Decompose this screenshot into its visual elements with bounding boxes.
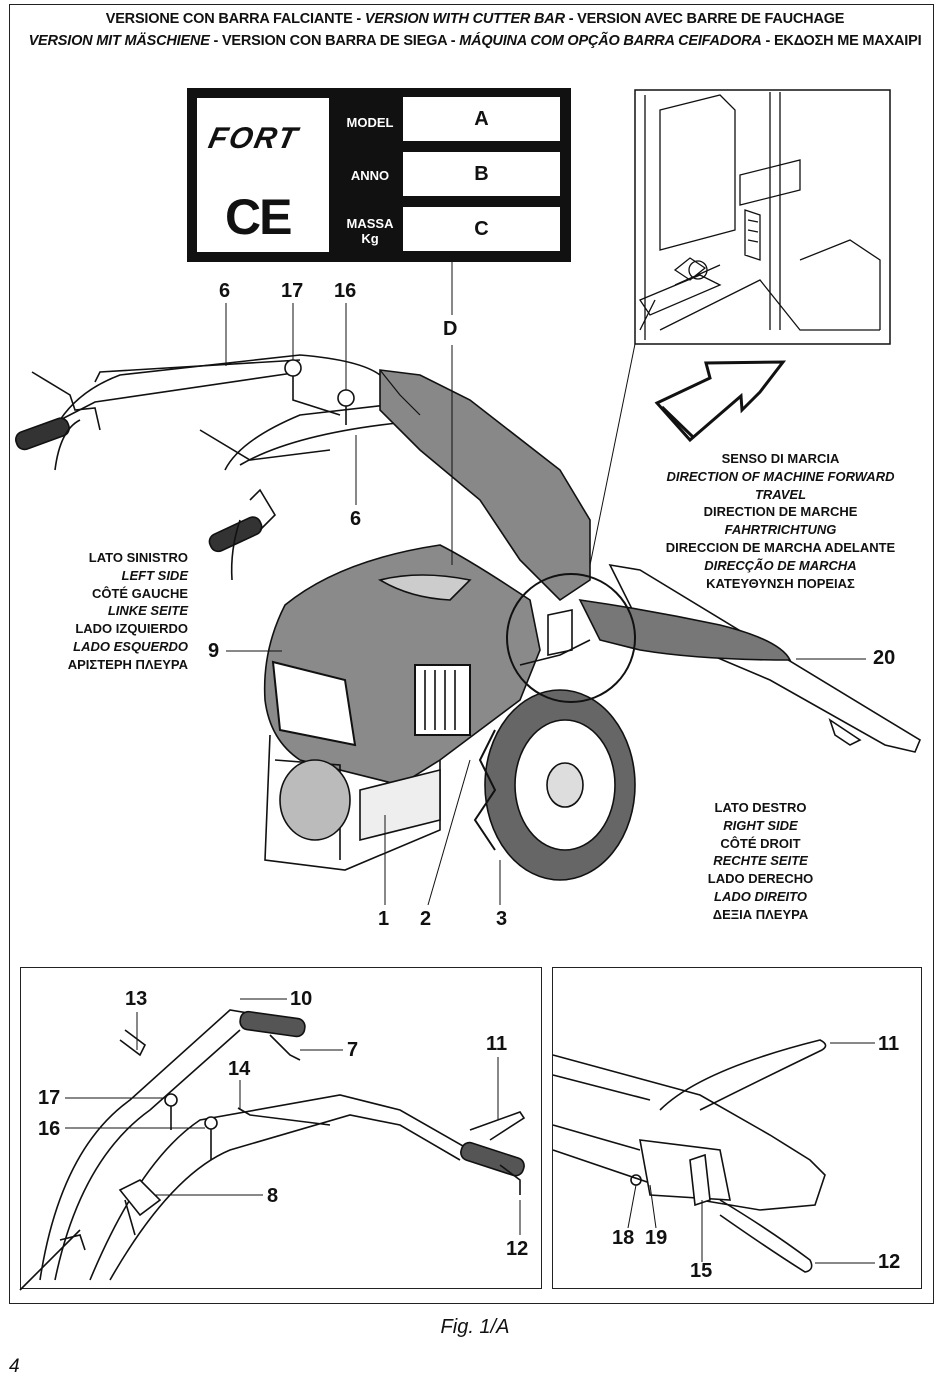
logo-area: FORT CE: [197, 98, 329, 252]
header-pt: MÁQUINA COM OPÇÃO BARRA CEIFADORA: [459, 33, 762, 49]
callout-9: 9: [208, 640, 220, 662]
direction-line: DIRECÇÃO DE MARCHA: [704, 557, 857, 573]
header-el: - ΕΚΔΟΣΗ ΜΕ ΜΑΧΑΙΡΙ: [761, 33, 922, 49]
detail-panel-left: [20, 967, 542, 1289]
callout-18: 18: [612, 1227, 635, 1249]
direction-line: DIRECCION DE MARCHA ADELANTE: [665, 539, 896, 555]
callout-6-mid: 6: [350, 508, 362, 530]
identification-nameplate: FORT CE MODEL A ANNO B MASSA Kg C: [187, 88, 571, 262]
direction-line: FAHRTRICHTUNG: [724, 522, 837, 538]
left-side-line: LEFT SIDE: [121, 567, 188, 583]
right-side-line: RIGHT SIDE: [723, 817, 798, 833]
callout-3: 3: [496, 908, 508, 930]
handlebar-column: [379, 369, 591, 602]
callout-15: 15: [690, 1260, 713, 1282]
left-side-line: CÔTÉ GAUCHE: [91, 585, 188, 601]
year-value: B: [403, 152, 560, 196]
header-it: VERSIONE CON BARRA FALCIANTE -: [105, 11, 365, 27]
page-number: 4: [9, 1356, 20, 1377]
header-es: - VERSION CON BARRA DE SIEGA -: [209, 33, 460, 49]
left-side-line: ΑΡΙΣΤΕΡΗ ΠΛΕΥΡΑ: [67, 656, 188, 672]
direction-line: ΚΑΤΕΥΘΥΝΣΗ ΠΟΡΕΙΑΣ: [706, 575, 855, 591]
callout-10: 10: [290, 988, 313, 1010]
right-side-line: CÔTÉ DROIT: [720, 835, 801, 851]
left-side-line: LATO SINISTRO: [88, 550, 188, 565]
left-side-text: LATO SINISTRO LEFT SIDE CÔTÉ GAUCHE LINKE S…: [43, 549, 188, 674]
ce-mark: CE: [225, 189, 292, 245]
callout-7: 7: [347, 1039, 359, 1061]
header-fr: - VERSION AVEC BARRE DE FAUCHAGE: [564, 11, 845, 27]
callout-12-left: 12: [506, 1238, 529, 1260]
left-side-line: LADO ESQUERDO: [73, 638, 188, 654]
detail-inset: [634, 89, 891, 345]
header-de: VERSION MIT MÄSCHIENE: [28, 33, 210, 49]
mass-label-2: Kg: [361, 231, 379, 246]
callout-19: 19: [645, 1227, 668, 1249]
right-side-line: LADO DIREITO: [714, 888, 807, 904]
callout-11-right: 11: [878, 1033, 900, 1055]
model-label: MODEL: [346, 115, 394, 130]
callout-12-right: 12: [878, 1251, 901, 1273]
callout-16-bottom: 16: [38, 1118, 61, 1140]
callout-20: 20: [873, 647, 896, 669]
right-side-text: LATO DESTRO RIGHT SIDE CÔTÉ DROIT RECHTE SE…: [698, 799, 823, 924]
right-side-line: LATO DESTRO: [714, 800, 807, 815]
callout-1: 1: [378, 908, 390, 930]
right-side-line: RECHTE SEITE: [713, 853, 808, 869]
callout-14: 14: [228, 1058, 251, 1080]
mass-label-1: MASSA: [346, 216, 394, 231]
callout-D: D: [443, 318, 458, 340]
direction-line: SENSO DI MARCIA: [721, 451, 840, 466]
callout-17-bottom: 17: [38, 1087, 61, 1109]
callout-8: 8: [267, 1185, 279, 1207]
callout-6-top: 6: [219, 280, 231, 302]
header-line-2: VERSION MIT MÄSCHIENE - VERSION CON BARR…: [0, 33, 950, 49]
right-side-line: LADO DERECHO: [707, 871, 814, 887]
mass-label: MASSA Kg: [337, 216, 403, 246]
model-value: A: [403, 97, 560, 141]
mass-value: C: [403, 207, 560, 251]
detail-panel-right: [552, 967, 922, 1289]
direction-arrow: [654, 360, 787, 443]
direction-of-travel-text: SENSO DI MARCIA DIRECTION OF MACHINE FORW…: [648, 450, 913, 592]
page-frame: [9, 4, 934, 1304]
callout-13: 13: [125, 988, 148, 1010]
direction-line: DIRECTION OF MACHINE FORWARD TRAVEL: [666, 468, 895, 502]
callout-2: 2: [420, 908, 432, 930]
header-line-1: VERSIONE CON BARRA FALCIANTE - VERSION W…: [0, 11, 950, 27]
handlebars: [15, 354, 442, 581]
year-label: ANNO: [350, 168, 390, 183]
detail-magnifier: [506, 573, 636, 703]
figure-caption: Fig. 1/A: [440, 1316, 510, 1338]
direction-line: DIRECTION DE MARCHE: [703, 504, 858, 520]
callout-11-left: 11: [486, 1033, 508, 1055]
header-en: VERSION WITH CUTTER BAR: [364, 11, 565, 27]
callout-16: 16: [334, 280, 357, 302]
left-side-line: LINKE SEITE: [107, 603, 188, 619]
left-side-line: LADO IZQUIERDO: [75, 621, 188, 637]
right-side-line: ΔΕΞΙΑ ΠΛΕΥΡΑ: [712, 906, 809, 922]
callout-17: 17: [281, 280, 304, 302]
